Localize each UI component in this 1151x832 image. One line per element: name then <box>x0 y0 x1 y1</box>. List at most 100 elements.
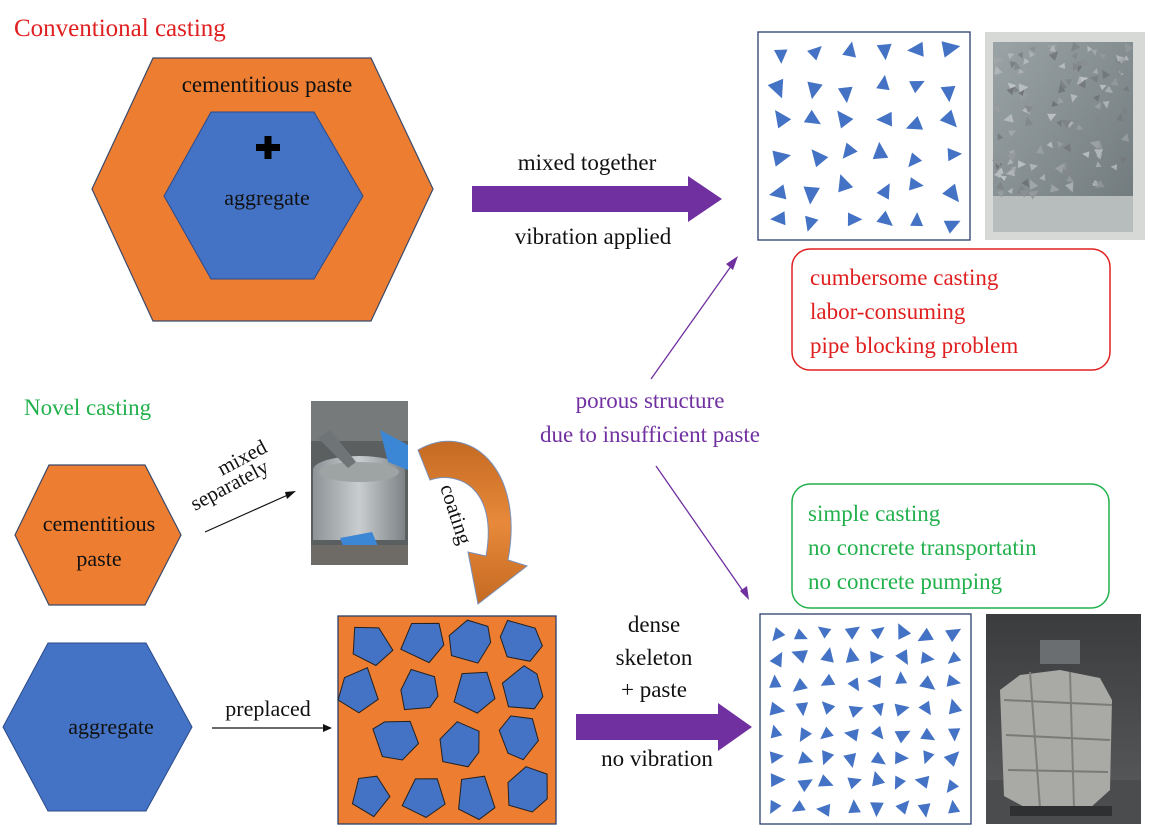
photo-chip <box>1047 113 1057 122</box>
photo-chip <box>995 181 1005 191</box>
photo-chip <box>1008 149 1015 156</box>
aggregate-triangle <box>870 627 885 640</box>
aggregate-triangle <box>769 651 783 668</box>
aggregate-triangle <box>940 85 956 103</box>
aggregate-triangle <box>867 675 881 689</box>
photo-chip <box>1099 53 1107 60</box>
photo-chip <box>1051 100 1059 107</box>
issue-3: pipe blocking problem <box>810 333 1018 358</box>
aggregate-triangle <box>945 628 962 643</box>
benefits-box <box>791 483 1110 609</box>
photo-chip <box>1094 179 1105 188</box>
aggregate-triangle <box>793 628 808 640</box>
aggregate-piece <box>351 775 391 818</box>
aggregate-triangle <box>848 705 864 718</box>
photo-chip <box>1094 149 1104 159</box>
plus-icon <box>256 136 280 159</box>
aggregate-label: aggregate <box>224 185 310 210</box>
aggregate-triangle <box>774 49 788 64</box>
photo-chip <box>997 190 1004 198</box>
aggregate-triangle <box>822 750 835 766</box>
photo-chip <box>1013 61 1022 71</box>
dense-specimen-photo <box>986 614 1141 824</box>
novel-paste-label-2: paste <box>76 546 121 571</box>
coating-arrow <box>417 440 529 605</box>
aggregate-hexagon <box>163 111 364 280</box>
coating-label: coating <box>435 481 477 548</box>
aggregate-triangle <box>807 81 823 100</box>
aggregate-triangle <box>870 802 884 818</box>
aggregate-piece <box>400 622 445 664</box>
photo-chip <box>1091 49 1097 56</box>
photo-chip <box>1116 113 1124 122</box>
aggregate-triangle <box>792 677 808 692</box>
vibration-applied-label: vibration applied <box>515 224 672 249</box>
photo-chip <box>1007 82 1017 91</box>
aggregate-triangle <box>918 700 931 716</box>
aggregate-triangle <box>943 751 960 767</box>
photo-chip <box>1096 114 1103 124</box>
aggregate-triangle <box>795 702 809 717</box>
plus-paste-label: + paste <box>621 677 687 702</box>
aggregate-triangle <box>769 751 784 764</box>
porous-structure-label: porous structure <box>576 388 725 413</box>
photo-chip <box>1017 51 1023 59</box>
aggregate-triangle <box>842 41 856 58</box>
aggregate-skeleton <box>337 619 548 821</box>
photo-chip <box>1121 107 1129 115</box>
photo-chip <box>1017 160 1027 169</box>
photo-chip <box>1110 77 1119 86</box>
aggregate-triangle <box>919 675 936 690</box>
aggregate-triangle <box>807 46 822 61</box>
photo-chip <box>1120 156 1127 165</box>
aggregate-triangle <box>939 109 957 128</box>
porous-arrowhead-down <box>740 586 749 600</box>
aggregate-triangle <box>821 701 836 715</box>
aggregate-triangle <box>820 647 834 663</box>
novel-paste-hexagon <box>14 464 182 606</box>
bottom-process-arrow <box>576 703 752 751</box>
preplaced-label: preplaced <box>225 696 311 721</box>
photo-chip <box>1018 89 1025 97</box>
porous-arrow-up <box>650 261 735 380</box>
photo-chip <box>1036 145 1044 154</box>
skeleton-label: skeleton <box>616 645 693 670</box>
issue-2: labor-consuming <box>810 299 966 324</box>
issues-box <box>791 248 1111 371</box>
aggregate-piece <box>401 778 446 818</box>
aggregate-triangle <box>898 623 912 640</box>
photo-chip <box>1024 105 1034 114</box>
aggregate-piece <box>498 715 539 761</box>
aggregate-piece <box>337 667 379 714</box>
photo-chip <box>1046 141 1053 149</box>
aggregate-triangle <box>844 728 859 742</box>
aggregate-piece <box>352 626 394 667</box>
aggregate-triangle <box>870 725 884 740</box>
aggregate-piece <box>499 619 543 662</box>
photo-chip <box>1056 120 1062 127</box>
aggregate-triangle <box>791 650 808 664</box>
photo-chip <box>1123 85 1130 92</box>
aggregate-triangle <box>847 677 860 692</box>
photo-chip <box>997 132 1004 141</box>
aggregate-triangle <box>769 674 782 688</box>
dense-label: dense <box>628 612 680 637</box>
aggregate-triangle <box>820 726 834 740</box>
photo-chip <box>1024 116 1034 127</box>
photo-chip <box>1008 130 1016 137</box>
photo-chip <box>1057 140 1064 148</box>
photo-chip <box>1073 62 1080 72</box>
aggregate-triangle <box>803 186 820 205</box>
porous-arrow-down <box>655 465 746 595</box>
novel-aggregate-hexagon <box>2 642 193 812</box>
photo-chip <box>992 158 1002 167</box>
benefit-2: no concrete transportatin <box>808 535 1037 560</box>
photo-chip <box>1104 85 1114 94</box>
photo-chip <box>1021 178 1030 188</box>
aggregate-triangle <box>770 773 786 788</box>
photo-chip <box>1023 66 1029 73</box>
porous-arrowhead-up <box>726 256 738 270</box>
photo-chip <box>1060 119 1072 129</box>
aggregate-triangle <box>920 727 936 741</box>
aggregate-triangle <box>895 649 908 665</box>
